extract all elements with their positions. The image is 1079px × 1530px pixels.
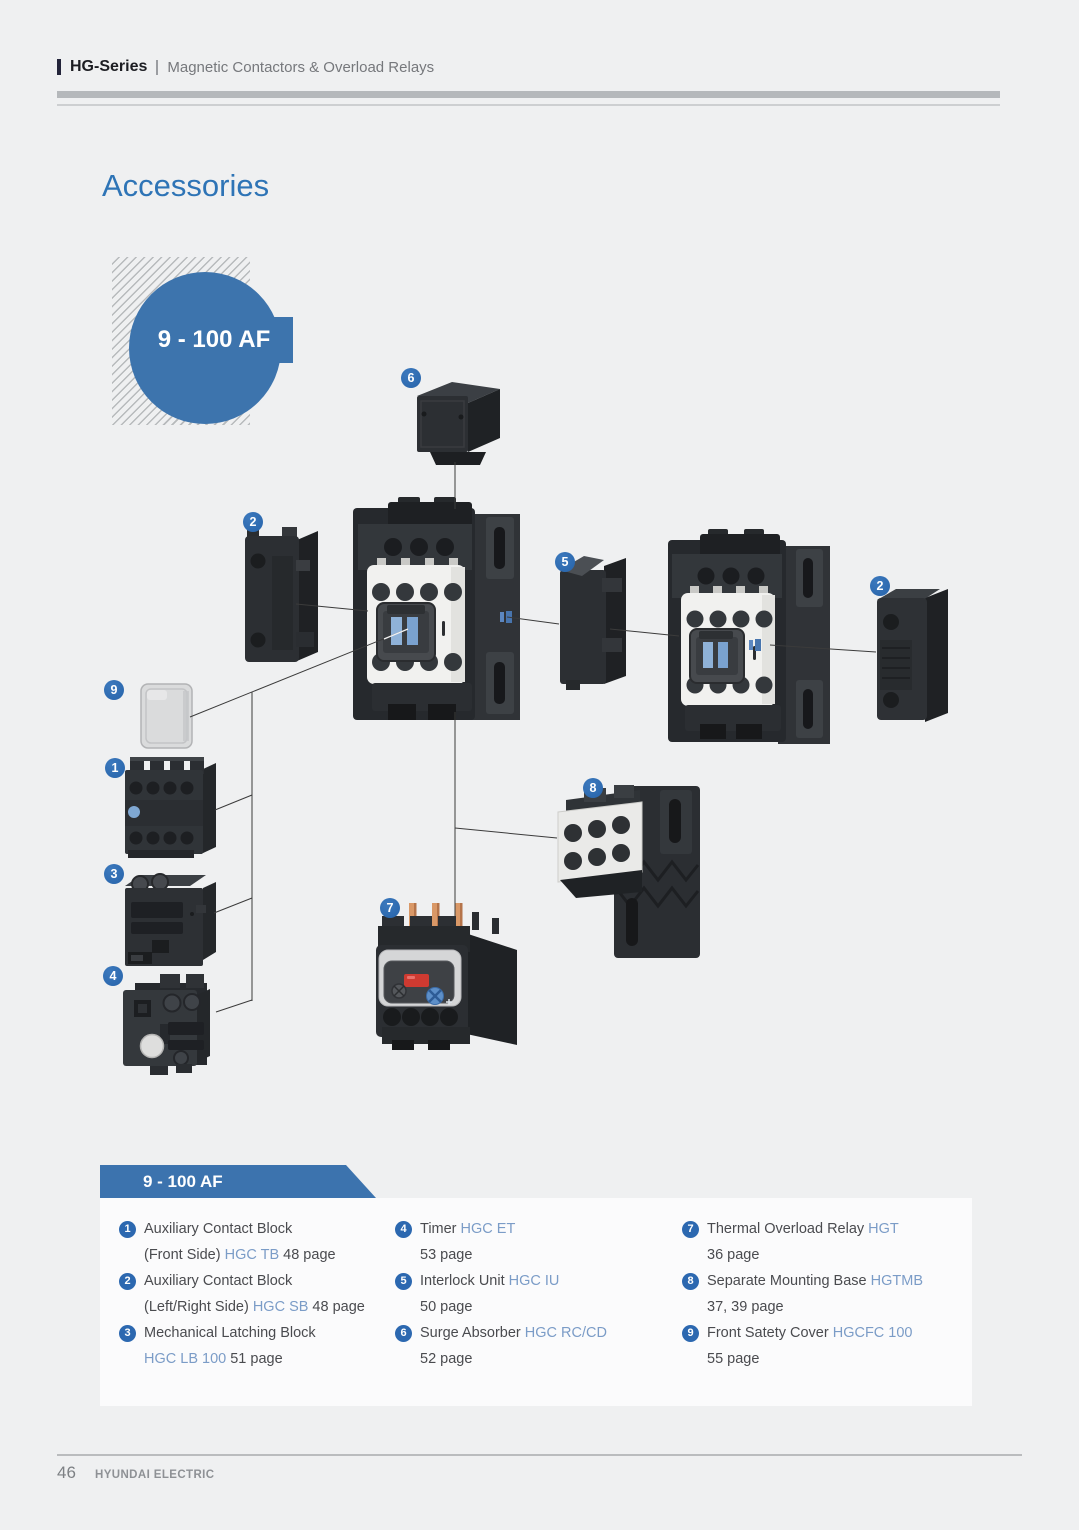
legend-number-badge: 4 (395, 1221, 412, 1238)
brand-label: HYUNDAI ELECTRIC (95, 1469, 215, 1481)
thermal-overload-relay-image (376, 903, 517, 1050)
legend-item-text: Auxiliary Contact Block(Left/Right Side)… (144, 1273, 365, 1315)
diagram-badge-6: 6 (401, 368, 421, 388)
legend-number-badge: 2 (119, 1273, 136, 1290)
diagram-badge-4: 4 (103, 966, 123, 986)
page-header: HG-Series Magnetic Contactors & Overload… (57, 58, 434, 76)
diagram-badge-5: 5 (555, 552, 575, 572)
interlock-unit-image (560, 556, 626, 690)
legend-number-badge: 1 (119, 1221, 136, 1238)
connector-lines (189, 462, 877, 1013)
footer-rule (57, 1454, 1022, 1456)
header-separator-bar (57, 59, 61, 75)
legend-number-badge: 3 (119, 1325, 136, 1342)
diagram-badge-2-left: 2 (243, 512, 263, 532)
range-circle-tab (200, 317, 293, 363)
page-number: 46 (57, 1463, 76, 1482)
contactor-center-image (353, 497, 520, 720)
timer-image (123, 974, 210, 1075)
legend-ribbon: 9 - 100 AF (100, 1165, 376, 1198)
legend-ribbon-label: 9 - 100 AF (143, 1172, 223, 1191)
legend-item-text: Auxiliary Contact Block(Front Side) HGC … (144, 1221, 336, 1263)
header-separator-bar (156, 59, 159, 75)
diagram-badge-3: 3 (104, 864, 124, 884)
mechanical-latching-block-image (125, 873, 216, 966)
aux-contact-block-side-right-image (877, 589, 948, 722)
range-badge-label: 9 - 100 AF (157, 326, 271, 353)
legend-panel (100, 1198, 972, 1406)
header-rule-thin (57, 104, 1000, 106)
aux-contact-block-side-left-image (245, 527, 318, 662)
surge-absorber-image (417, 382, 500, 465)
series-label: HG-Series (70, 58, 148, 75)
diagram-badge-8: 8 (583, 778, 603, 798)
contactor-right-image (668, 529, 830, 744)
legend-columns: 1 Auxiliary Contact Block(Front Side) HGC… (119, 1216, 977, 1372)
page-title: Accessories (102, 168, 270, 203)
legend-number-badge: 8 (682, 1273, 699, 1290)
separate-mounting-base-image (557, 785, 700, 958)
legend-number-badge: 7 (682, 1221, 699, 1238)
diagram-badge-7: 7 (380, 898, 400, 918)
diagram-badge-1: 1 (105, 758, 125, 778)
diagram-badge-9: 9 (104, 680, 124, 700)
legend-column-1: 1 Auxiliary Contact Block(Front Side) HGC… (119, 1216, 395, 1372)
legend-number-badge: 9 (682, 1325, 699, 1342)
header-rule-thick (57, 91, 1000, 98)
header-subtitle: Magnetic Contactors & Overload Relays (167, 58, 435, 76)
legend-number-badge: 5 (395, 1273, 412, 1290)
legend-number-badge: 6 (395, 1325, 412, 1342)
legend-item-2: 2 Auxiliary Contact Block(Left/Right Side… (119, 1268, 395, 1320)
front-safety-cover-image (140, 683, 193, 749)
aux-contact-block-front-image (125, 757, 216, 858)
connector-line-highlight (383, 628, 409, 640)
diagram-badge-2-right: 2 (870, 576, 890, 596)
legend-item-1: 1 Auxiliary Contact Block(Front Side) HGC… (119, 1216, 395, 1268)
